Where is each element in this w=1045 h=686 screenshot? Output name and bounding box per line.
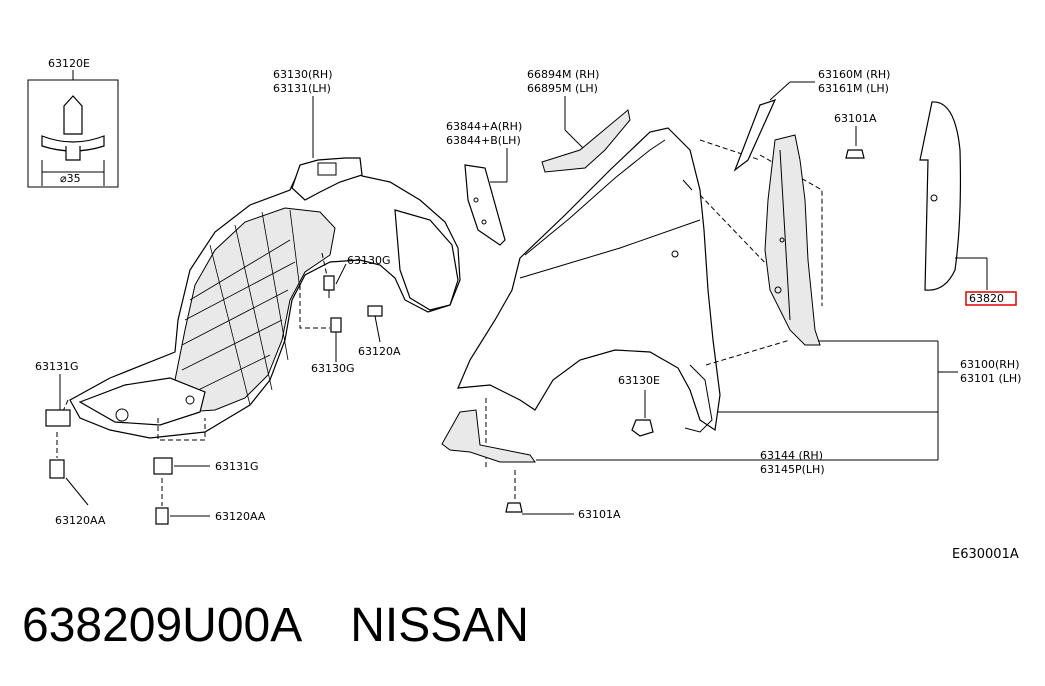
label-63131G-left: 63131G: [35, 360, 79, 373]
clip-detail-box: 63120E ⌀35: [27, 57, 119, 188]
label-63130G-lower: 63130G: [311, 362, 355, 375]
highlight-box-63820: [965, 291, 1017, 306]
label-63844A: 63844+A(RH): [446, 120, 522, 133]
clip-63101A-top: 63101A: [834, 112, 877, 159]
fender-insulator: 63820: [919, 101, 1017, 306]
brand-name: NISSAN: [350, 599, 529, 652]
inner-fender-liner: 63130(RH) 63131(LH): [59, 68, 461, 441]
bracket-63144: 63144 (RH) 63145P(LH): [441, 409, 938, 476]
label-63120A: 63120A: [358, 345, 401, 358]
label-63120AA-left: 63120AA: [55, 514, 106, 527]
label-63161M: 63161M (LH): [818, 82, 889, 95]
label-63120E: 63120E: [48, 57, 90, 70]
liner-fasteners: 63130G 63130G 63120A 63131G 63120AA 6313…: [35, 254, 401, 527]
label-63130G-upper: 63130G: [347, 254, 391, 267]
label-63844B: 63844+B(LH): [446, 134, 521, 147]
bracket-63100: 63100(RH) 63101 (LH): [718, 340, 1021, 460]
label-63820: 63820: [969, 292, 1004, 305]
diagram-reference-code: E630001A: [952, 547, 1019, 562]
label-63100: 63100(RH): [960, 358, 1020, 371]
label-63145P: 63145P(LH): [760, 463, 825, 476]
label-63160M: 63160M (RH): [818, 68, 890, 81]
label-63101A-bottom: 63101A: [578, 508, 621, 521]
fender-protector: 63160M (RH) 63161M (LH): [733, 68, 890, 346]
label-63144: 63144 (RH): [760, 449, 823, 462]
clip-63101A-bottom: 63101A: [505, 502, 621, 521]
part-number: 638209U00A: [22, 599, 303, 652]
label-63131G-mid: 63131G: [215, 460, 259, 473]
label-63130E: 63130E: [618, 374, 660, 387]
clip-63130E: 63130E: [618, 374, 660, 437]
label-diameter: ⌀35: [60, 172, 81, 185]
label-63101: 63101 (LH): [960, 372, 1021, 385]
fender-seal: 63844+A(RH) 63844+B(LH): [446, 120, 522, 246]
label-63131LH: 63131(LH): [273, 82, 331, 95]
label-63120AA-mid: 63120AA: [215, 510, 266, 523]
front-fender: [457, 127, 823, 500]
label-66895M: 66895M (LH): [527, 82, 598, 95]
fender-strip: 66894M (RH) 66895M (LH): [527, 68, 631, 173]
label-66894M: 66894M (RH): [527, 68, 599, 81]
label-63101A-top: 63101A: [834, 112, 877, 125]
part-caption: 638209U00A NISSAN: [22, 598, 529, 653]
label-63130RH: 63130(RH): [273, 68, 333, 81]
